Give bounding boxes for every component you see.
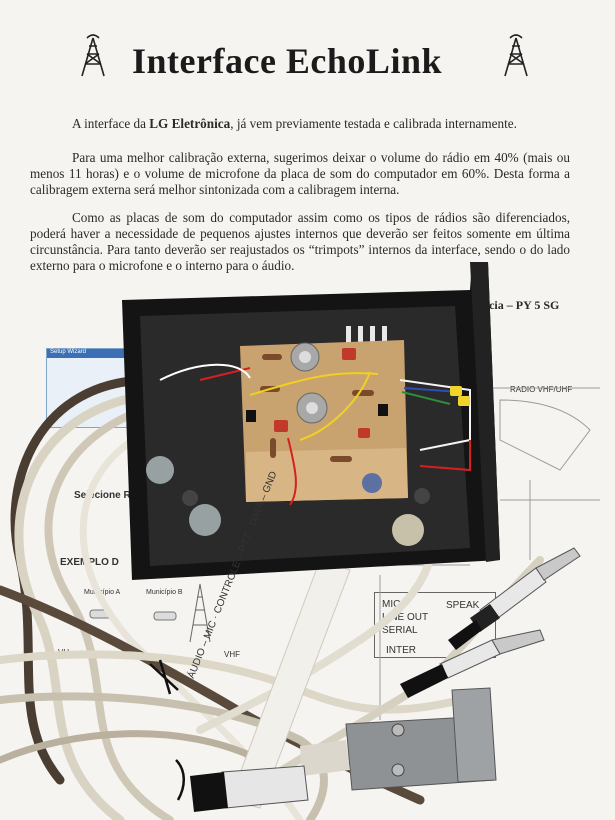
resistors <box>260 354 374 462</box>
municipio-a-label: Município A <box>84 589 121 596</box>
ferrite-plug <box>190 765 309 812</box>
author-signature: arcia – PY 5 SG <box>478 298 560 312</box>
document-title: Interface EchoLink <box>132 41 442 81</box>
selecione-label: Selecione R <box>74 490 131 501</box>
radio-label: RADIO VHF/UHF <box>510 385 573 394</box>
car-drawings <box>89 609 177 621</box>
speak-label: SPEAK <box>446 600 480 611</box>
serial-label: SERIAL <box>382 625 418 636</box>
capacitors <box>274 348 370 438</box>
line-out-label: LINE OUT <box>382 612 429 623</box>
intro-company: LG Eletrônica <box>149 116 231 131</box>
inter-label: INTER <box>386 645 416 656</box>
paragraph-intro: A interface da LG Eletrônica, já vem pre… <box>72 116 572 132</box>
setup-wizard-label: Setup Wizard <box>50 349 87 355</box>
trimpot-inner <box>296 392 328 424</box>
municipio-b-label: Município B <box>146 589 183 596</box>
vhf-right-label: VHF <box>224 650 240 659</box>
cable-ties <box>149 659 185 801</box>
setup-wizard-titlebar <box>47 349 143 358</box>
left-tower-logo-icon <box>81 34 105 77</box>
audio-plug-upper <box>448 547 581 650</box>
intro-post: , já vem previamente testada e calibrada… <box>230 116 517 131</box>
transmitter-tower-drawing <box>189 583 211 643</box>
transistors <box>246 404 388 422</box>
audio-plug-lower <box>400 629 545 698</box>
yellow-terminal-blocks <box>450 386 470 406</box>
mic-label: MIC <box>382 599 401 610</box>
paragraph-adjustments: Como as placas de som do computador assi… <box>30 210 570 273</box>
circuit-board <box>159 340 471 506</box>
intro-pre: A interface da <box>72 116 150 131</box>
paragraph-calibration: Para uma melhor calibração externa, suge… <box>30 150 570 197</box>
right-tower-logo-icon <box>504 34 528 77</box>
db9-serial-connector <box>300 687 497 791</box>
trimpot-outer <box>290 342 320 372</box>
